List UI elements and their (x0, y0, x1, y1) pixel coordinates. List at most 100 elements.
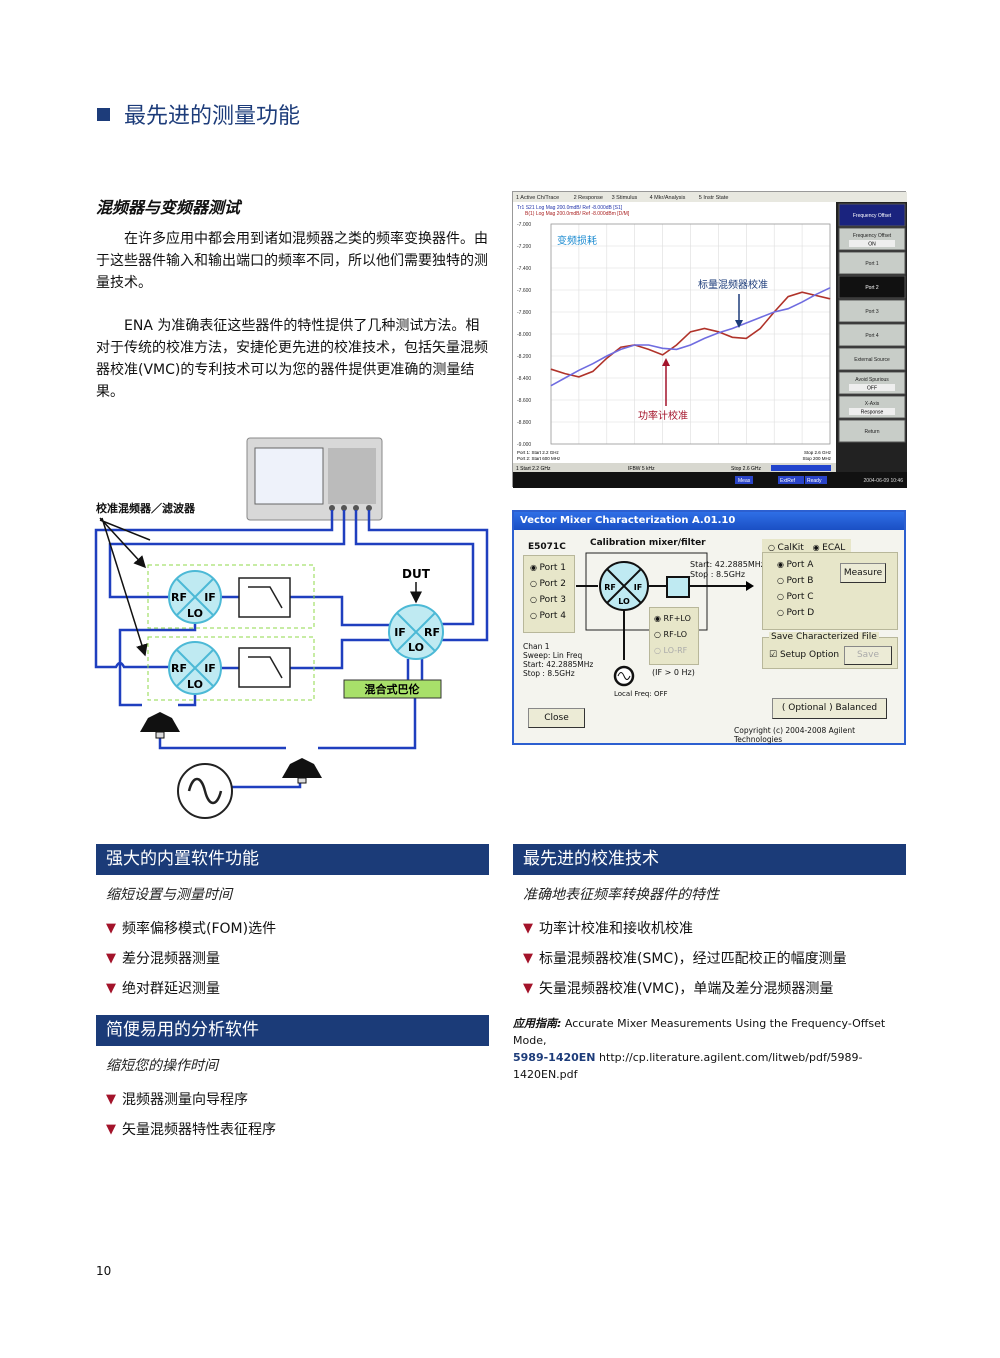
list-item-text: 功率计校准和接收机校准 (539, 921, 693, 937)
save-button[interactable]: Save (844, 646, 892, 665)
list-item: ▼混频器测量向导程序 (106, 1084, 276, 1114)
trace-point (787, 308, 789, 310)
svg-text:RF: RF (604, 583, 616, 592)
balanced-button[interactable]: ( Optional ) Balanced (772, 698, 887, 719)
bullet-triangle-icon: ▼ (523, 980, 533, 996)
diagram-label: 校准混频器／滤波器 (96, 502, 195, 515)
softkey-value: OFF (867, 386, 877, 392)
mode-rf-plus-lo[interactable]: RF+LO (654, 611, 694, 627)
list-item-text: 标量混频器校准(SMC)，经过匹配校正的幅度测量 (539, 951, 847, 967)
vna-menu-item[interactable]: 4 Mkr/Analysis (650, 195, 686, 201)
save-group-label: Save Characterized File (769, 632, 879, 642)
trace-point (704, 328, 705, 329)
softkey-frequency-offset[interactable]: Frequency Offset (838, 203, 906, 227)
port-2-radio[interactable]: Port 2 (530, 576, 568, 592)
trace-point (801, 291, 803, 293)
port-3-radio[interactable]: Port 3 (530, 592, 568, 608)
setup-option-checkbox[interactable]: ☑ Setup Option (769, 650, 840, 660)
softkey-label: Port 3 (865, 309, 879, 315)
status-ready: Ready (807, 478, 822, 484)
measure-button[interactable]: Measure (840, 563, 886, 583)
trace-point (550, 385, 552, 387)
port-b-radio[interactable]: Port B (777, 573, 883, 589)
status-extref: ExtRef (780, 478, 796, 484)
bullet-triangle-icon: ▼ (523, 920, 533, 936)
trace-point (676, 349, 677, 350)
y-tick-label: -8.000 (517, 332, 531, 338)
y-tick-label: -8.200 (517, 354, 531, 360)
status-start: 1 Start 2.2 GHz (516, 466, 551, 472)
if-mode-panel: RF+LO RF-LO LO-RF (649, 607, 699, 665)
vna-screenshot: 1 Active Ch/Trace 2 Response 3 Stimulus 4 M… (512, 191, 907, 488)
softkey-value: Response (861, 410, 884, 416)
trace-point (829, 298, 831, 300)
calibration-sub: 准确地表征频率转换器件的特性 (523, 887, 719, 903)
port-a-radio[interactable]: Port A (777, 557, 883, 573)
softkey-port-3[interactable]: Port 3 (838, 299, 906, 323)
softkey-value: ON (868, 242, 876, 248)
vna-menu-item[interactable]: 3 Stimulus (612, 195, 638, 201)
vna-menu-item[interactable]: 2 Response (574, 195, 603, 201)
bullet-triangle-icon: ▼ (106, 920, 116, 936)
paragraph-1: 在许多应用中都会用到诸如混频器之类的频率变换器件。由于这些器件输入和输出端口的频… (96, 231, 488, 291)
status-ifbw: IFBW 5 kHz (628, 466, 655, 472)
port-1-radio[interactable]: Port 1 (530, 560, 568, 576)
softkey-external-source[interactable]: External Source (838, 347, 906, 371)
calkit-radio[interactable]: CalKit (768, 543, 804, 553)
y-tick-label: -8.600 (517, 398, 531, 404)
port-select-panel: Port 1 Port 2 Port 3 Port 4 (523, 555, 575, 633)
model-label: E5071C (528, 542, 566, 552)
mixer-top-icon: RF IF LO (168, 570, 222, 624)
builtin-software-sub: 缩短设置与测量时间 (106, 887, 232, 903)
ecal-radio[interactable]: ECAL (813, 543, 846, 553)
trace-point (620, 346, 622, 348)
y-tick-label: -8.800 (517, 420, 531, 426)
port-4-radio[interactable]: Port 4 (530, 608, 568, 624)
softkey-label: Port 1 (865, 261, 879, 267)
app-note-code: 5989-1420EN (513, 1051, 596, 1064)
list-item-text: 混频器测量向导程序 (122, 1092, 248, 1108)
vna-menu-item[interactable]: 1 Active Ch/Trace (516, 195, 559, 201)
softkey-label: Port 4 (865, 333, 879, 339)
network-analyzer-icon (246, 437, 383, 521)
calibration-header: 最先进的校准技术 (513, 844, 906, 875)
list-item: ▼ 功率计校准和接收机校准 (523, 913, 847, 943)
mixer-bottom-icon: RF IF LO (168, 641, 222, 695)
softkey-port-4[interactable]: Port 4 (838, 323, 906, 347)
trace-point (801, 301, 803, 303)
softkey-port-1[interactable]: Port 1 (838, 251, 906, 275)
analysis-software-list: ▼混频器测量向导程序 ▼矢量混频器特性表征程序 (106, 1084, 276, 1144)
trace-point (745, 338, 747, 339)
svg-text:IF: IF (634, 583, 642, 592)
callout-arrows (99, 517, 151, 657)
status-stop: Stop 2.6 GHz (731, 466, 762, 472)
port-d-radio[interactable]: Port D (777, 605, 883, 621)
close-button[interactable]: Close (528, 708, 585, 728)
rf-label: RF (171, 662, 187, 675)
vna-menu-item[interactable]: 5 Instr State (699, 195, 729, 201)
softkey-return[interactable]: Return (838, 419, 906, 443)
page-title: 最先进的测量功能 (97, 98, 300, 130)
list-item: ▼矢量混频器校准(VMC)，单端及差分混频器测量 (523, 973, 847, 1003)
trace-point (718, 332, 719, 334)
page-title-text: 最先进的测量功能 (124, 104, 301, 129)
app-note-url[interactable]: http://cp.literature.agilent.com/litweb/… (513, 1051, 863, 1081)
builtin-software-list: ▼频率偏移模式(FOM)选件 ▼差分混频器测量 ▼绝对群延迟测量 (106, 913, 276, 1003)
section-subtitle: 混频器与变频器测试 (96, 198, 241, 217)
softkey-port-2[interactable]: Port 2 (838, 275, 906, 299)
trace-point (731, 336, 733, 338)
analysis-software-sub: 缩短您的操作时间 (106, 1058, 218, 1074)
bullet-triangle-icon: ▼ (106, 950, 116, 966)
trace-point (550, 368, 552, 370)
softkey-label: External Source (854, 357, 890, 363)
lo-label: LO (408, 641, 424, 654)
trace-point (662, 354, 663, 356)
port-c-radio[interactable]: Port C (777, 589, 883, 605)
lowpass-filter-icon (238, 577, 291, 688)
mode-rf-minus-lo[interactable]: RF-LO (654, 627, 694, 643)
trace-point (578, 369, 580, 371)
